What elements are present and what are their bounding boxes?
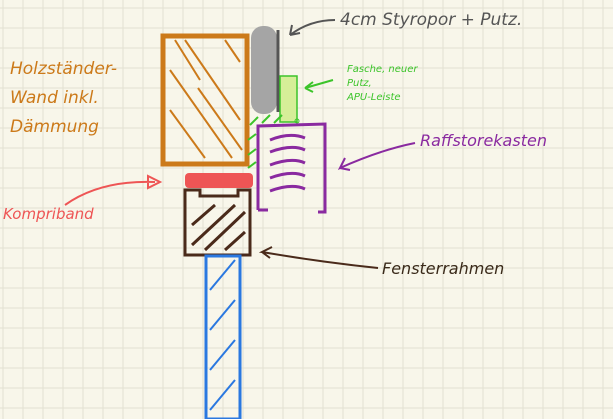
kompriband-strip — [185, 173, 253, 188]
label-raffstore: Raffstorekasten — [420, 131, 547, 150]
styropor-layer — [251, 26, 280, 114]
arrow-fasche — [304, 79, 334, 93]
fasche-putz — [247, 75, 300, 169]
arrow-styropor — [289, 19, 336, 36]
label-styropor: 4cm Styropor + Putz. — [340, 10, 523, 30]
label-kompriband: Kompriband — [3, 205, 94, 223]
arrow-raffstore — [337, 142, 416, 171]
window-glass — [204, 254, 242, 419]
arrow-kompriband — [64, 174, 163, 206]
label-fensterrahmen: Fensterrahmen — [382, 259, 505, 278]
wall-hatching — [169, 39, 243, 159]
label-wall: Holzständer- Wand inkl. Dämmung — [10, 59, 117, 137]
wooden-wall — [160, 33, 250, 167]
window-frame — [183, 188, 252, 257]
arrow-fenster — [258, 246, 379, 269]
label-fasche: Fasche, neuer Putz, APU-Leiste — [347, 64, 418, 103]
raffstore-box — [256, 122, 327, 214]
